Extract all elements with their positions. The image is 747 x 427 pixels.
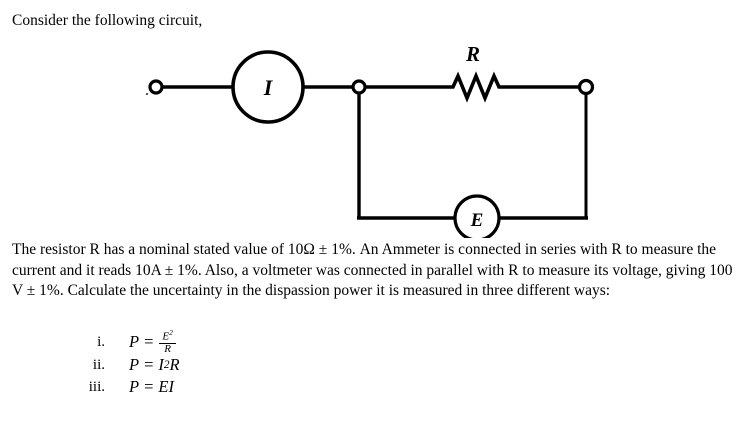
fraction-denominator: R (159, 342, 176, 356)
formula-expression-3: P = EI (129, 377, 174, 397)
rhs-base: I (158, 355, 164, 374)
rhs-tail: EI (158, 377, 174, 396)
rhs-exponent: 2 (163, 359, 170, 371)
formula-marker: iii. (88, 378, 105, 395)
formula-lhs: P (129, 332, 140, 351)
formula-expression-1: P = E2 R (129, 327, 176, 356)
voltmeter-label: E (470, 210, 484, 231)
fraction: E2 R (159, 327, 176, 356)
junction-node-left (351, 79, 367, 95)
left-terminal-node (148, 79, 164, 95)
equals-sign: = (144, 355, 154, 374)
body-paragraph: The resistor R has a nominal stated valu… (12, 241, 733, 299)
formula-marker: i. (97, 333, 105, 350)
formula-marker: ii. (92, 356, 105, 373)
formula-item-3: iii. P = EI (12, 376, 412, 398)
formula-lhs: P (129, 355, 140, 374)
right-terminal-node (577, 78, 595, 96)
formula-lhs: P (129, 377, 140, 396)
resistor-label: R (465, 42, 480, 66)
ammeter-label: I (263, 75, 274, 100)
circuit-diagram: I R E (148, 42, 595, 238)
scan-artifact-dot (146, 93, 148, 95)
fraction-numerator: E2 (159, 327, 175, 343)
rhs-tail: R (169, 355, 180, 374)
intro-line: Consider the following circuit, (12, 12, 203, 29)
equals-sign: = (144, 332, 154, 351)
numerator-exponent: 2 (169, 327, 173, 337)
numerator-base: E (162, 330, 170, 343)
equals-sign: = (144, 377, 154, 396)
resistor-symbol (449, 71, 503, 103)
formula-item-1: i. P = E2 R (12, 327, 412, 356)
